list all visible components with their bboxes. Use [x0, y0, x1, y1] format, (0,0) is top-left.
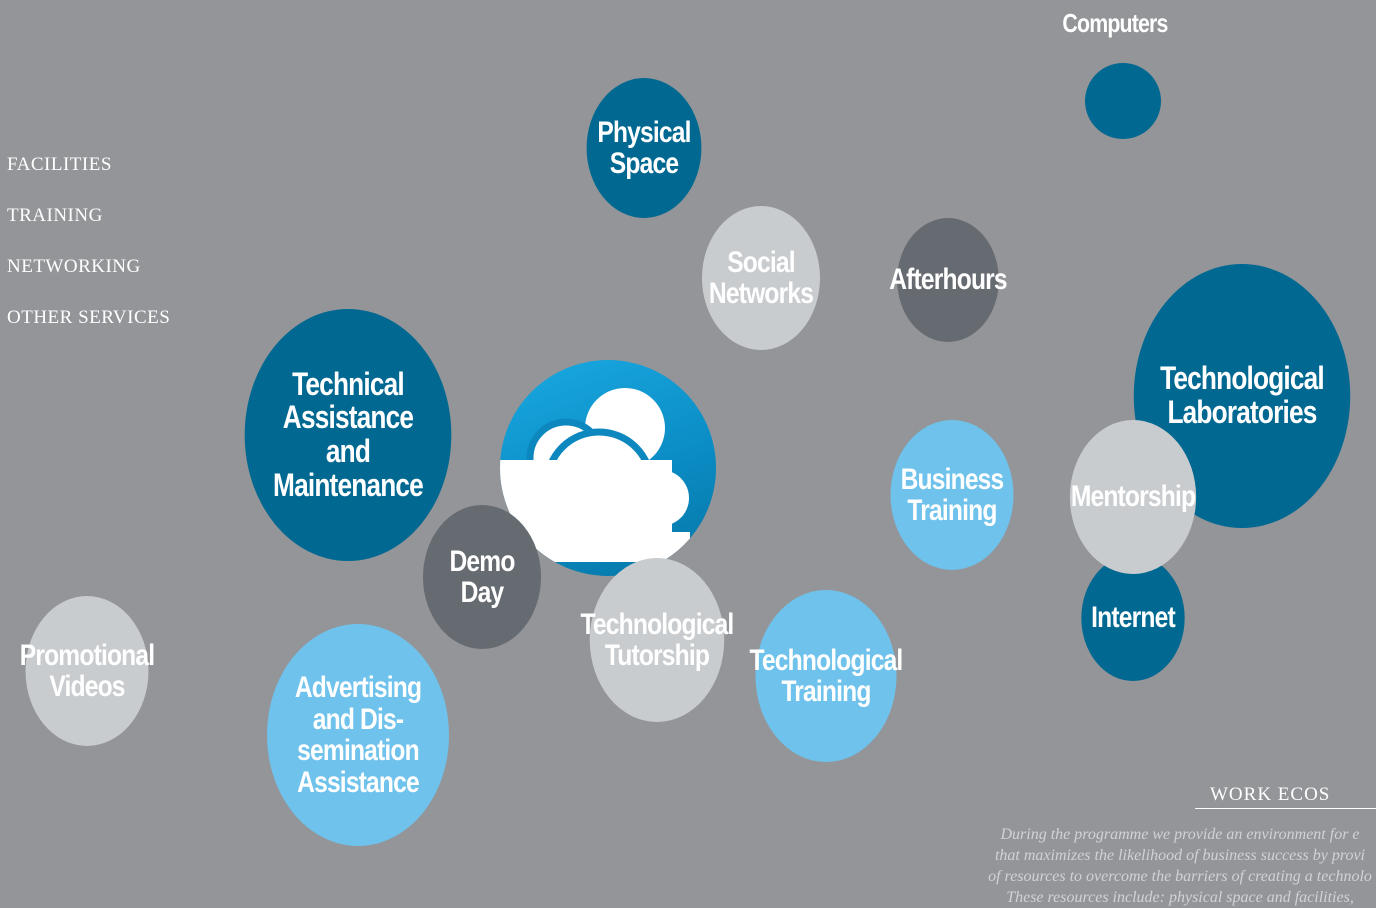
description-line: During the programme we provide an envir… — [1000, 826, 1360, 843]
bubble-technical-assistance: Technical Assistance and Maintenance — [244, 309, 452, 561]
category-legend: FACILITIES TRAINING NETWORKING OTHER SER… — [7, 152, 170, 356]
cloud-icon — [500, 388, 690, 562]
computers-bubble — [1085, 63, 1161, 139]
cloud-bubble — [500, 360, 716, 576]
bubble-demo-day: Demo Day — [422, 505, 542, 649]
bubble-technological-training: Technological Training — [750, 590, 903, 762]
bubble-mentorship: Mentorship — [1069, 420, 1197, 574]
legend-networking: NETWORKING — [7, 256, 141, 277]
legend-facilities: FACILITIES — [7, 154, 112, 175]
bubble-technological-tutorship: Technological Tutorship — [581, 558, 734, 722]
work-ecosystem-description: During the programme we provide an envir… — [880, 824, 1376, 908]
description-line: These resources include: physical space … — [1006, 889, 1354, 906]
legend-training: TRAINING — [7, 205, 103, 226]
bubble-business-training: Business Training — [890, 420, 1014, 570]
bubble-promotional-videos: Promotional Videos — [20, 596, 155, 746]
legend-other-services: OTHER SERVICES — [7, 307, 171, 328]
bubble-social-networks: Social Networks — [701, 206, 821, 350]
description-line: that maximizes the likelihood of busines… — [994, 847, 1365, 864]
title-underline — [1195, 808, 1376, 809]
work-ecosystem-title: WORK ECOS — [1210, 784, 1331, 805]
bubble-advertising: Advertising and Dis- semination Assistan… — [266, 624, 450, 846]
computers-label: Computers — [1062, 8, 1168, 38]
bubble-internet: Internet — [1081, 555, 1185, 681]
bubble-afterhours: Afterhours — [889, 218, 1008, 342]
bubble-physical-space: Physical Space — [586, 78, 702, 218]
description-line: of resources to overcome the barriers of… — [988, 868, 1372, 885]
